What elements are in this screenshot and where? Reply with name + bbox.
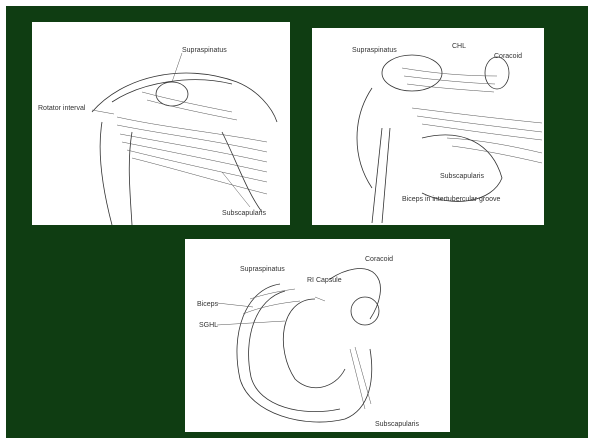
shoulder-coracohumeral-drawing: Supraspinatus CHL Coracoid Subscapularis…	[312, 28, 544, 225]
label-ri-capsule: RI Capsule	[307, 277, 342, 284]
label-biceps-groove: Biceps in intertubercular groove	[402, 196, 501, 203]
label-chl: CHL	[452, 43, 466, 50]
top-left-illustration: Supraspinatus Rotator interval Subscapul…	[32, 22, 290, 225]
label-subscapularis: Subscapularis	[222, 210, 266, 217]
label-subscapularis: Subscapularis	[440, 173, 484, 180]
label-coracoid: Coracoid	[365, 256, 393, 263]
top-right-illustration: Supraspinatus CHL Coracoid Subscapularis…	[312, 28, 544, 225]
label-supraspinatus: Supraspinatus	[352, 47, 397, 54]
label-supraspinatus: Supraspinatus	[240, 266, 285, 273]
label-coracoid: Coracoid	[494, 53, 522, 60]
shoulder-anterior-drawing: Supraspinatus Rotator interval Subscapul…	[32, 22, 290, 225]
label-sghl: SGHL	[199, 322, 218, 329]
glenoid-cross-section-drawing: Supraspinatus RI Capsule Coracoid Biceps…	[185, 239, 450, 432]
label-biceps: Biceps	[197, 301, 219, 308]
bottom-illustration: Supraspinatus RI Capsule Coracoid Biceps…	[185, 239, 450, 432]
label-subscapularis: Subscapularis	[375, 421, 419, 428]
label-rotator-interval: Rotator interval	[38, 105, 86, 112]
label-supraspinatus: Supraspinatus	[182, 47, 227, 54]
